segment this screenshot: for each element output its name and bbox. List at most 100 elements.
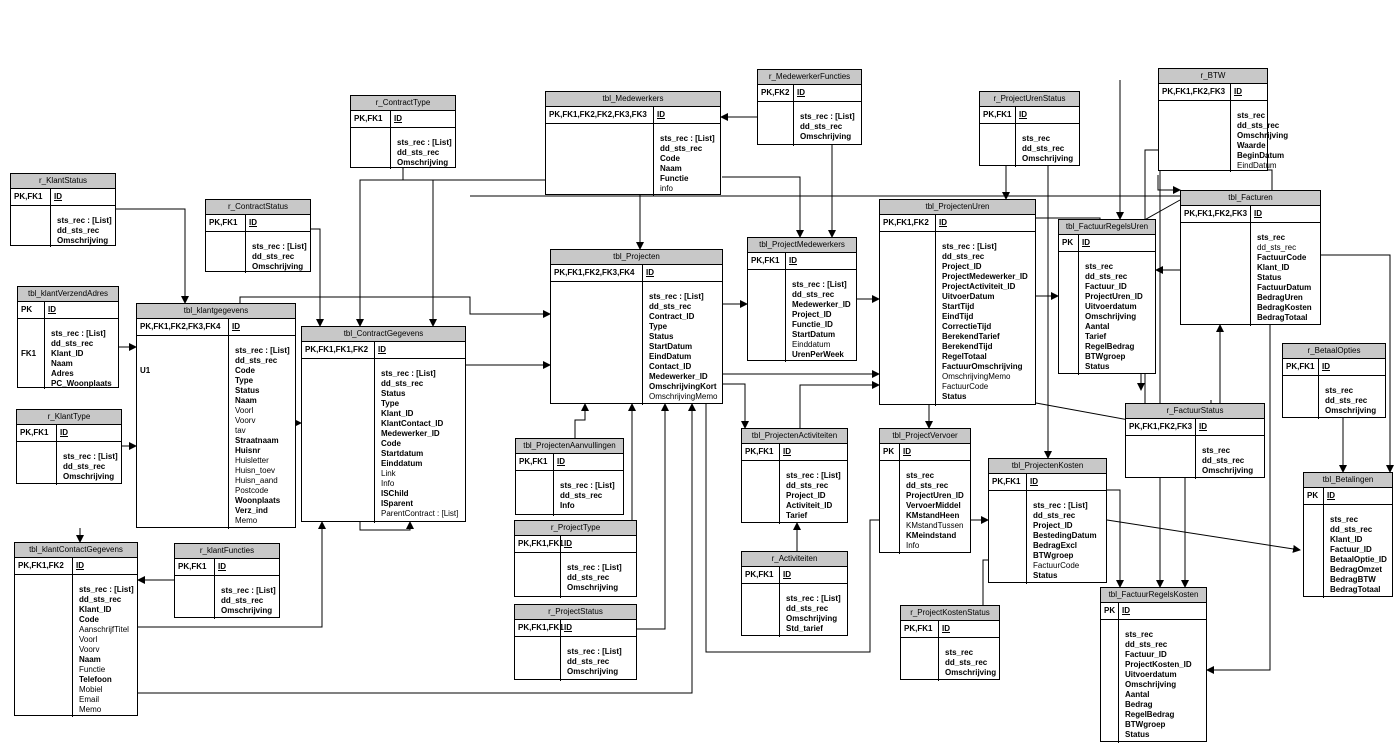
key-column [17,442,57,485]
relationship-connector [356,179,600,327]
key-column [980,124,1016,167]
field-bedraguren: BedragUren [1257,293,1303,302]
field-status: Status [1257,273,1282,282]
field-memo: Memo [235,516,258,525]
key-label: PK,FK1,FK1,FK2 [302,342,375,358]
field-factuurcode: FactuurCode [942,382,989,391]
field-omschrijving: Omschrijving [1085,312,1137,321]
field-factuurcode: FactuurCode [1033,561,1080,570]
field-dd-sts-rec: dd_sts_rec [252,252,295,261]
key-column: U1 [137,336,229,529]
field-sts-rec-list: sts_rec : [List] [79,585,134,594]
field-sts-rec: sts_rec [1325,386,1354,395]
field-klant-id: Klant_ID [1257,263,1290,272]
field-eindtijd: EindTijd [942,312,974,321]
field-omschrijving: Omschrijving [945,668,997,677]
field-type: Type [649,322,668,331]
field-bedragkosten: BedragKosten [1257,303,1312,312]
primary-key-field: ID [394,114,402,123]
field-uitvoerdatum: Uitvoerdatum [1085,302,1137,311]
field-omschrijving: Omschrijving [57,236,109,245]
field-dd-sts-rec: dd_sts_rec [1125,640,1168,649]
field-dd-sts-rec: dd_sts_rec [1330,525,1373,534]
field-sts-rec-list: sts_rec : [List] [786,471,841,480]
field-klant-id: Klant_ID [79,605,112,614]
field-aantal: Aantal [1125,690,1150,699]
key-column [742,584,780,637]
field-omschrijving: Omschrijving [1202,466,1254,475]
field-projecturen-id: ProjectUren_ID [906,491,964,500]
field-projecturen-id: ProjectUren_ID [1085,292,1143,301]
key-column [515,637,561,681]
field-dd-sts-rec: dd_sts_rec [1022,144,1065,153]
key-column [1159,101,1231,172]
key-label: PK,FK1 [351,111,391,127]
field-correctietijd: CorrectieTijd [942,322,992,331]
field-contact-id: Contact_ID [649,362,692,371]
key-label: PK,FK1 [516,454,554,470]
field-dd-sts-rec: dd_sts_rec [786,604,829,613]
field-naam: Naam [660,164,682,173]
key-column [1059,252,1079,375]
field-dd-sts-rec: dd_sts_rec [381,379,424,388]
field-dd-sts-rec: dd_sts_rec [942,252,985,261]
primary-key-field: ID [657,110,665,119]
field-startdatum: Startdatum [381,449,424,458]
field-klantcontact-id: KlantContact_ID [381,419,444,428]
field-sts-rec-list: sts_rec : [List] [381,369,436,378]
primary-key-field: ID [249,218,257,227]
field-omschrijvingmemo: OmschrijvingMemo [649,392,718,401]
foreign-key-label: FK1 [21,349,37,358]
relationship-connector [723,383,749,429]
field-sts-rec: sts_rec [1202,446,1231,455]
field-omschrijving: Omschrijving [1237,131,1289,140]
key-label: PK,FK1,FK1 [515,536,564,552]
field-activiteit-id: Activiteit_ID [786,501,833,510]
field-project-id: Project_ID [942,262,982,271]
key-column [1283,376,1319,419]
field-info: info [660,184,673,193]
primary-key-field: ID [783,447,791,456]
field-code: Code [660,154,680,163]
field-sts-rec-list: sts_rec : [List] [51,329,106,338]
